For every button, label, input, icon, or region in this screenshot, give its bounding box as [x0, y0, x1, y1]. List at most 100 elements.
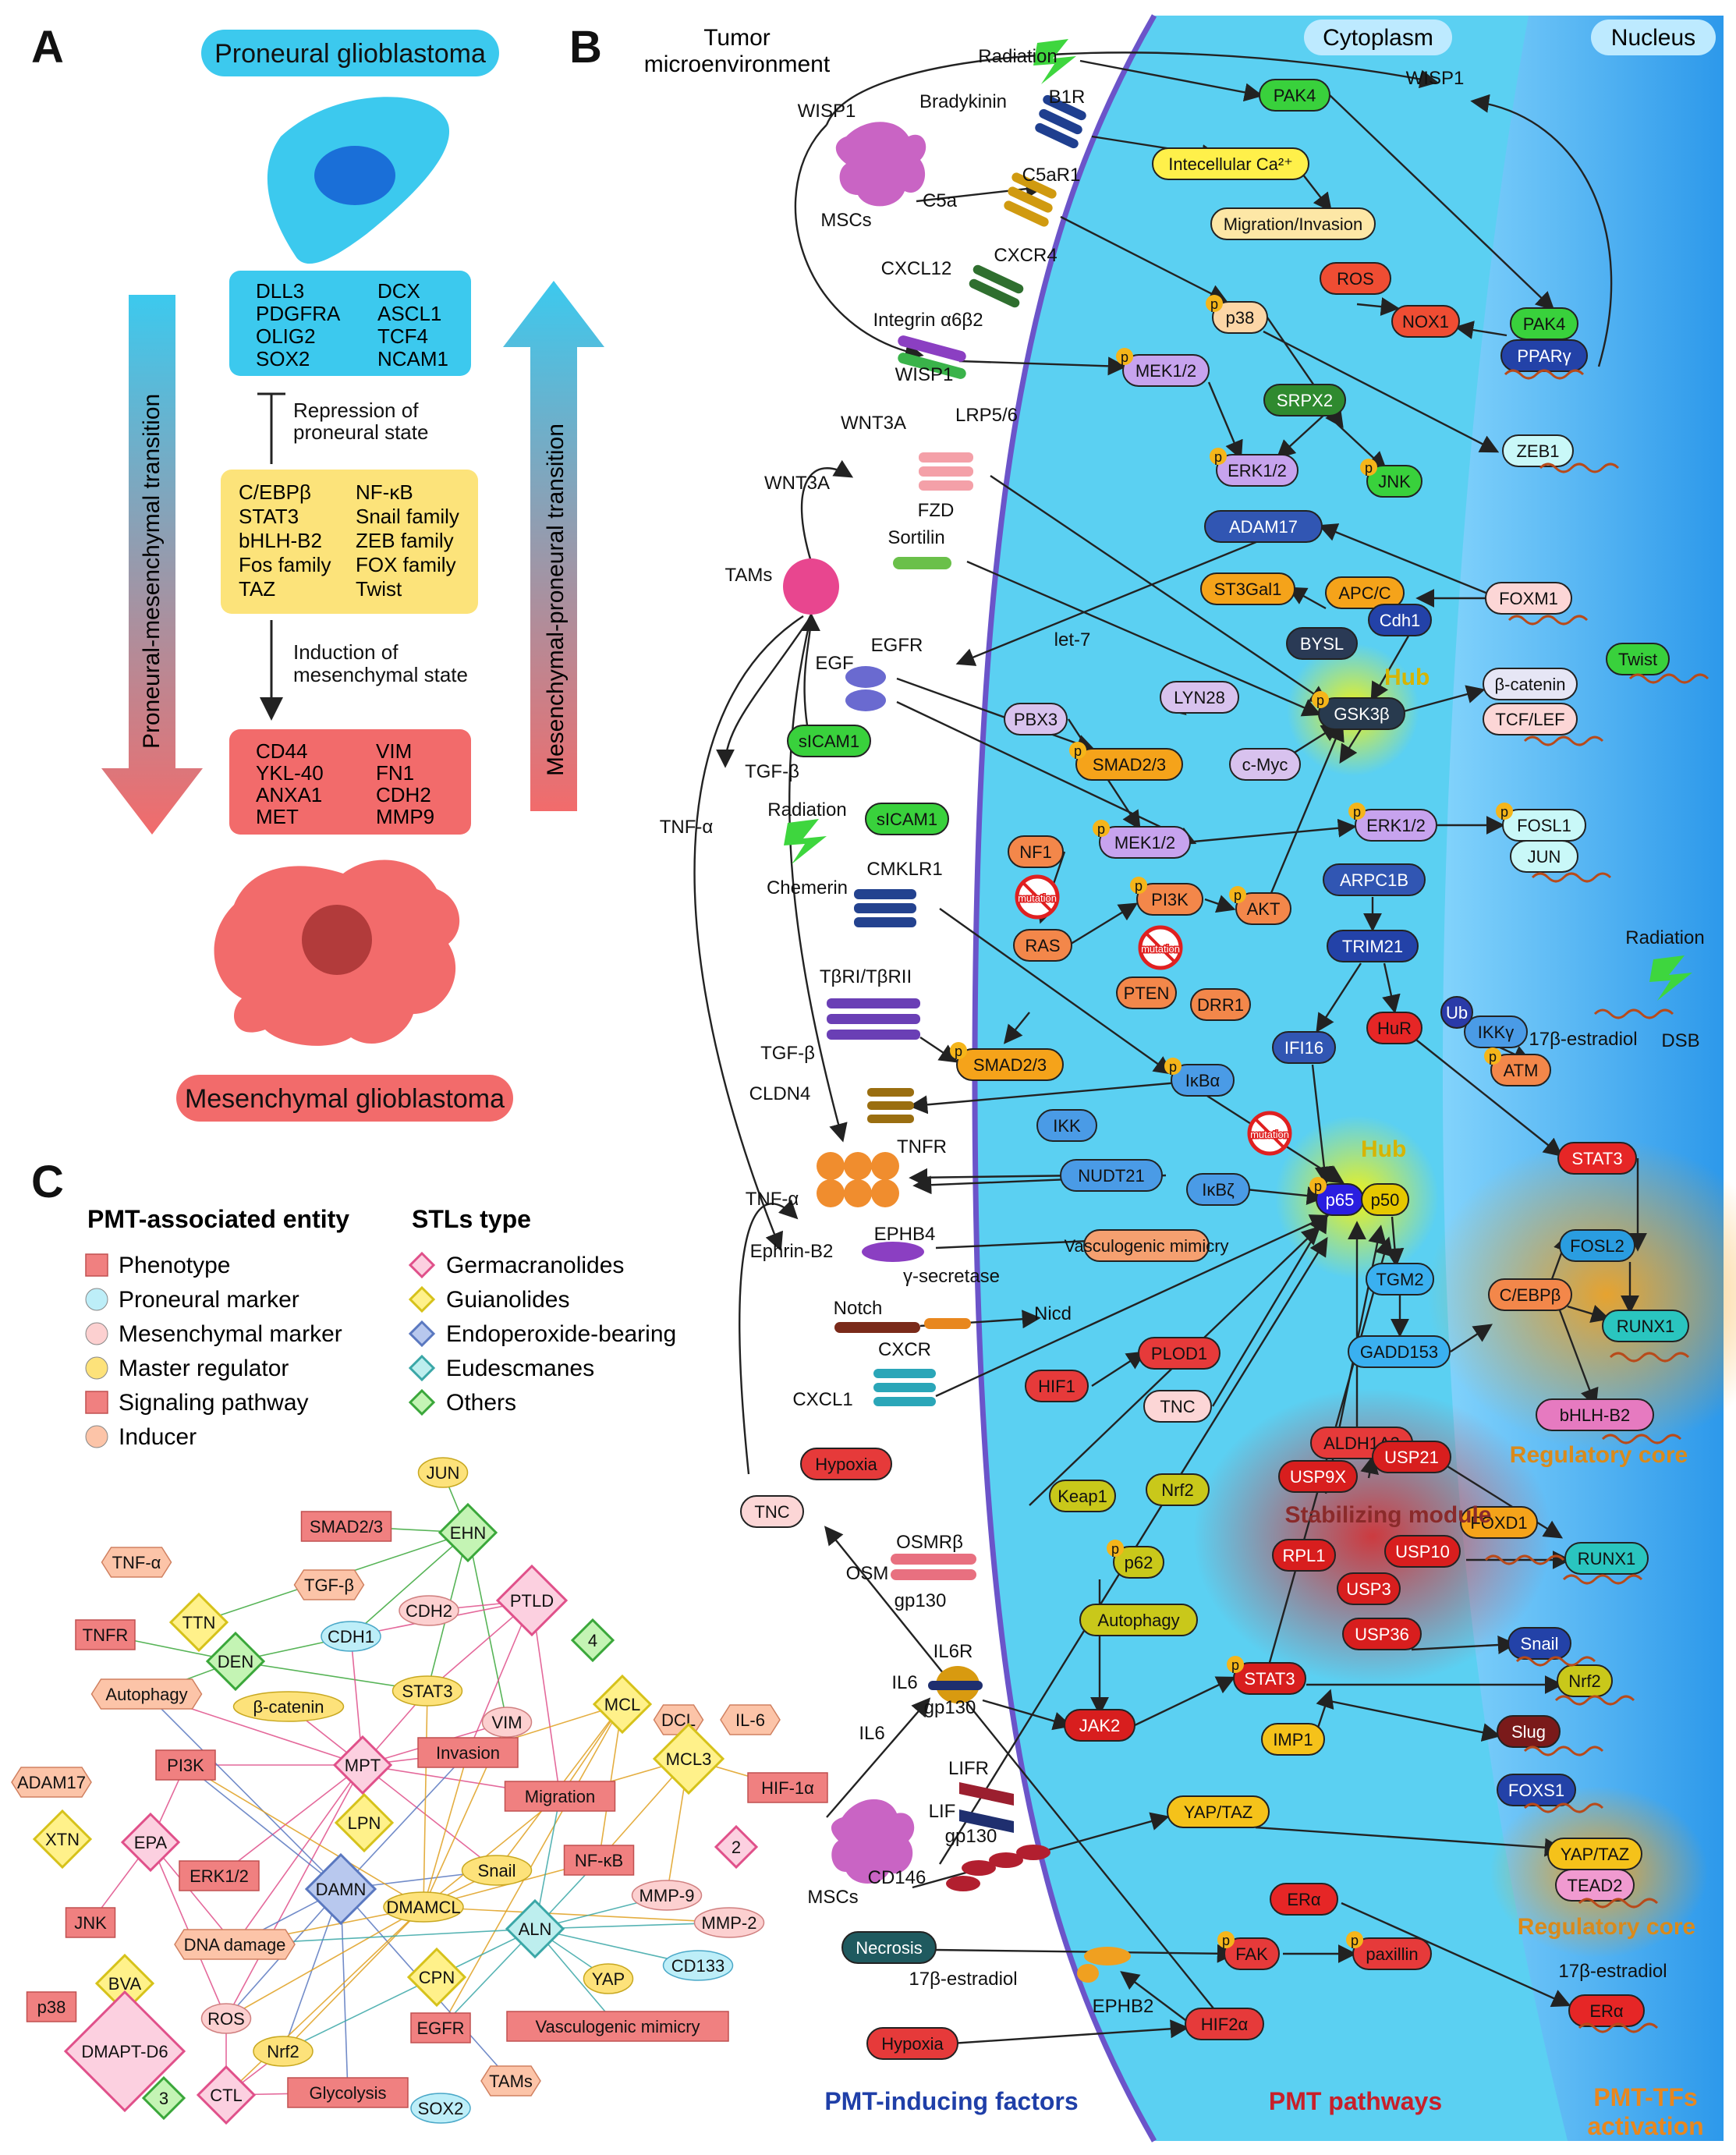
node-c-ebp: C/EBPβ: [1488, 1278, 1572, 1311]
network-node-snail: Snail: [461, 1855, 533, 1886]
node-label: SMAD2/3: [1093, 755, 1166, 774]
mesenchymal-title: Mesenchymal glioblastoma: [185, 1084, 505, 1114]
node-label: Vasculogenic mimicry: [1064, 1236, 1228, 1256]
edge: [1360, 1455, 1380, 1479]
regulatory-core-label-2: Regulatory core: [1518, 1914, 1695, 1940]
edge: [916, 179, 1045, 203]
edge: [1325, 413, 1387, 471]
cytoplasm-label: Cytoplasm: [1323, 25, 1433, 51]
network-node-label: MMP-9: [639, 1886, 695, 1905]
node-label: IκBα: [1185, 1071, 1221, 1090]
node-i-b: IκBζ: [1186, 1173, 1250, 1206]
node-fosl2: FOSL2: [1559, 1229, 1635, 1262]
curved-edge: [739, 1199, 799, 1475]
node-label: NOX1: [1402, 312, 1449, 331]
network-node-mcl: MCL: [592, 1674, 653, 1735]
network-node-label: SMAD2/3: [310, 1517, 383, 1537]
phospho-mark: p: [1351, 1933, 1359, 1948]
node-label: RUNX1: [1617, 1317, 1675, 1336]
network-node-cdh1: CDH1: [321, 1621, 381, 1652]
node-label: TRIM21: [1342, 937, 1403, 956]
gene-helix: [1601, 1434, 1682, 1444]
phospho-mark: p: [1111, 1541, 1119, 1557]
network-node-label: ERK1/2: [190, 1866, 249, 1886]
pmt-arrow-right-label: Mesenchymal-proneural transition: [543, 424, 569, 776]
phospho-mark: p: [1314, 1179, 1322, 1194]
mutation-badge: mutation: [1138, 925, 1183, 970]
node-label: USP21: [1384, 1448, 1439, 1467]
regulators: C/EBPβ STAT3 bHLH-B2 Fos family TAZ NF-κ…: [239, 480, 459, 601]
node-label: HIF1: [1038, 1377, 1075, 1396]
legend-stl-title: STLs type: [412, 1205, 531, 1233]
node-label: Migration/Invasion: [1224, 214, 1363, 234]
sortilin-receptor: [893, 557, 951, 569]
network-node-catenin: β-catenin: [232, 1691, 345, 1722]
marker: DLL3: [256, 279, 304, 303]
legend-entity: Signaling pathway: [119, 1390, 309, 1416]
gene-helix: [1523, 1746, 1604, 1756]
network-node-label: TTN: [182, 1613, 216, 1632]
network-node-mpt: MPT: [332, 1735, 393, 1795]
node-sicam1: sICAM1: [865, 803, 949, 835]
label-cxcr: CXCR: [878, 1339, 931, 1360]
node-label: MEK1/2: [1135, 361, 1196, 381]
network-node-tams: TAMs: [480, 2065, 541, 2097]
proneural-title-pill: [201, 30, 499, 76]
node-migration-invasion: Migration/Invasion: [1210, 207, 1376, 240]
node-necrosis: Necrosis: [841, 1931, 937, 1964]
label-17-estradiol: 17β-estradiol: [1558, 1961, 1667, 1982]
edge: [1325, 1699, 1501, 1742]
node-label: Slug: [1511, 1722, 1546, 1742]
node-label: TCF/LEF: [1495, 710, 1564, 729]
label-17-estradiol: 17β-estradiol: [909, 1969, 1017, 1990]
panel-b-letter: B: [569, 22, 602, 73]
network-node-damn: DAMN: [304, 1852, 377, 1926]
network-node-label: YAP: [592, 1969, 625, 1989]
node-twist: Twist: [1606, 643, 1670, 675]
repression-text: proneural state: [293, 420, 428, 444]
network-edge: [423, 1752, 469, 1908]
edge: [824, 1526, 1217, 2013]
edge: [958, 356, 1127, 376]
network-node-label: CDH1: [328, 1627, 374, 1646]
nucleus-label: Nucleus: [1611, 25, 1695, 51]
stabilizing-module-label: Stabilizing module: [1284, 1502, 1491, 1528]
node-lyn28: LYN28: [1160, 681, 1239, 714]
node-nrf2: Nrf2: [1146, 1473, 1210, 1506]
marker: OLIG2: [256, 324, 316, 348]
marker: NCAM1: [377, 347, 448, 370]
node-c-myc: c-Myc: [1229, 748, 1301, 781]
edge: [1207, 381, 1243, 460]
hub-label-top: Hub: [1384, 665, 1430, 690]
node-label: FAK: [1235, 1944, 1268, 1964]
gene-helix: [1523, 1802, 1604, 1813]
network-node-label: STAT3: [402, 1682, 452, 1701]
network-edge: [225, 1764, 363, 2019]
legend-entity: Mesenchymal marker: [119, 1321, 342, 1347]
node-label: AKT: [1247, 899, 1281, 919]
node-yap-taz: YAP/TAZ: [1167, 1795, 1270, 1828]
panel-a-letter: A: [31, 22, 64, 73]
label-wisp1: WISP1: [1406, 68, 1465, 89]
gene-helix: [1578, 1898, 1659, 1909]
stabilizing-glow: [1193, 1388, 1552, 1685]
node-label: Twist: [1618, 650, 1657, 669]
node-label: IFI16: [1284, 1038, 1323, 1058]
node-tnc: TNC: [1143, 1390, 1212, 1423]
edge: [1120, 1971, 1186, 2021]
edge: [982, 1699, 1072, 1731]
network-node-label: Vasculogenic mimicry: [535, 2017, 700, 2036]
node-tcf-lef: TCF/LEF: [1483, 703, 1578, 735]
label-cxcl1: CXCL1: [792, 1389, 852, 1410]
node-label: paxillin: [1366, 1944, 1418, 1964]
node-label: Autophagy: [1097, 1611, 1179, 1630]
network-node-ros: ROS: [200, 2003, 252, 2034]
network-edge: [423, 1690, 428, 1908]
node-usp10: USP10: [1384, 1535, 1461, 1568]
network-edge: [440, 1703, 623, 2029]
mutation-label: mutation: [1141, 943, 1180, 955]
